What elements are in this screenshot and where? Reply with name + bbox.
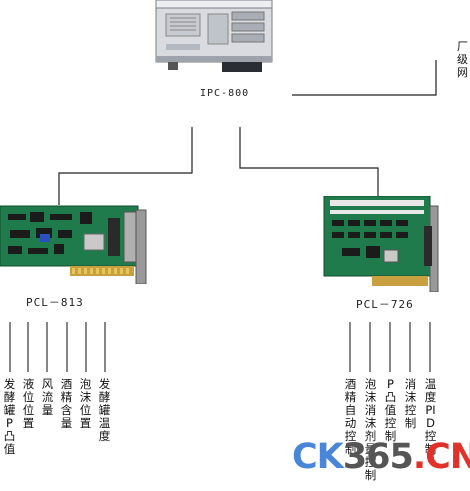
pcl-813-label: PCL－813	[26, 296, 84, 309]
signal-right-3: P凸值控制	[384, 377, 397, 443]
pcl-726-label: PCL－726	[356, 298, 414, 311]
industrial-pc-image	[152, 0, 276, 76]
pcl-726-card-image	[322, 195, 442, 293]
link-right-card	[239, 127, 379, 200]
signal-left-2: 液位位置	[22, 377, 35, 430]
signal-left-5: 泡沫位置	[79, 377, 92, 430]
signal-left-4: 酒精含量	[60, 377, 73, 430]
server-label: IPC-800	[200, 88, 250, 99]
pcl-813-card-image	[0, 204, 152, 285]
signal-left-1: 发酵罐P凸值	[3, 377, 16, 456]
signal-right-5: 温度PID控制	[424, 377, 437, 456]
link-left-card	[58, 127, 193, 205]
watermark-logo: CK365.CN	[292, 437, 470, 477]
signal-left-3: 风流量	[41, 377, 54, 417]
signal-right-4: 消沫控制	[404, 377, 417, 430]
signal-right-2: 泡沫消沫剂量控制	[364, 377, 377, 482]
watermark-part-cn: .CN	[412, 437, 470, 477]
factory-network-label: 厂级网	[457, 40, 468, 79]
watermark-part-ck: CK	[292, 437, 344, 477]
factory-link	[292, 60, 437, 96]
watermark-part-365: 365	[342, 437, 414, 477]
signal-left-6: 发酵罐温度	[98, 377, 111, 443]
signal-right-1: 酒精自动控制	[344, 377, 357, 456]
